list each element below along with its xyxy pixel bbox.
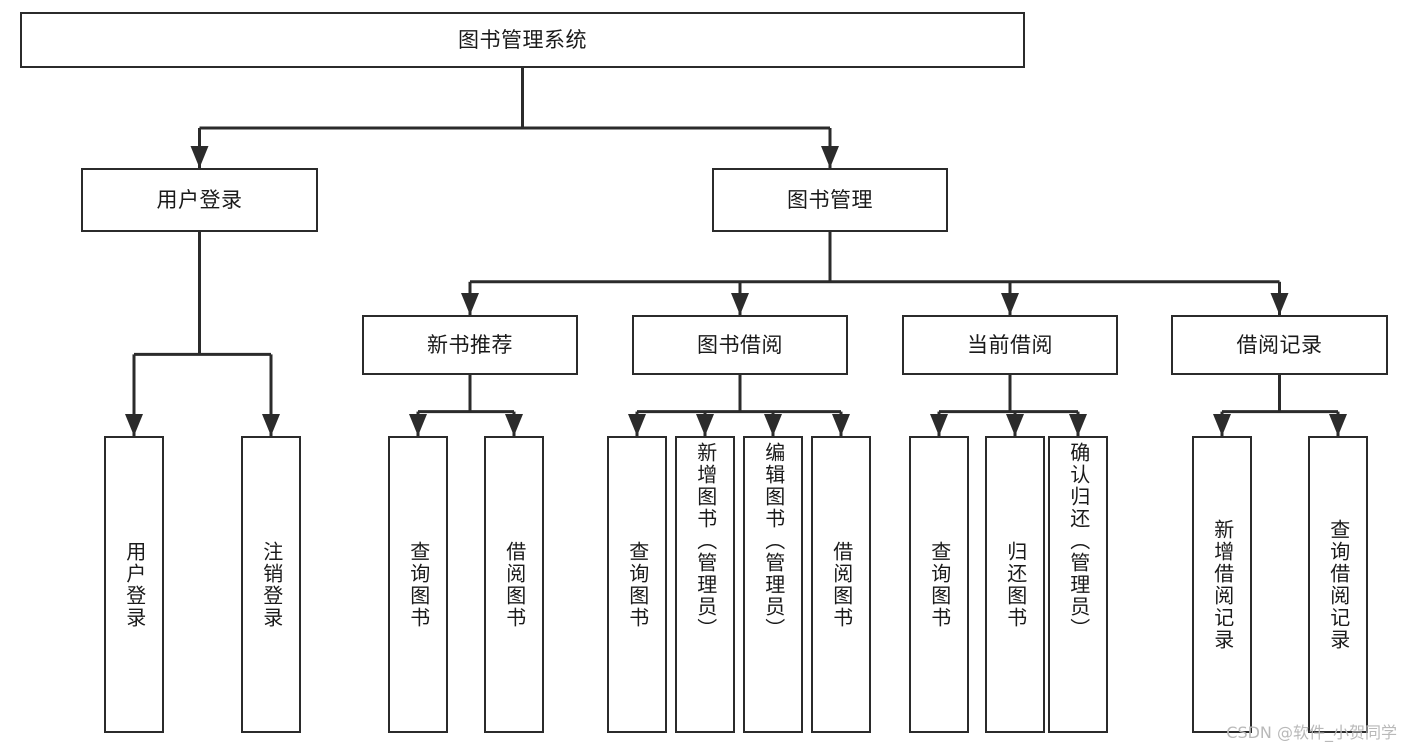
leaf-query-borrow-record[interactable]: 查询借阅记录: [1308, 436, 1368, 733]
node-label: 用户登录: [156, 187, 243, 212]
leaf-borrow-book[interactable]: 借阅图书: [811, 436, 871, 733]
node-book-manage[interactable]: 图书管理: [712, 168, 948, 232]
node-label: 新增借阅记录: [1210, 518, 1235, 651]
node-label: 新书推荐: [427, 332, 513, 357]
leaf-borrow-book-recommend[interactable]: 借阅图书: [484, 436, 544, 733]
node-new-book-recommend[interactable]: 新书推荐: [362, 315, 578, 375]
leaf-add-borrow-record[interactable]: 新增借阅记录: [1192, 436, 1252, 733]
leaf-query-book-current[interactable]: 查询图书: [909, 436, 969, 733]
leaf-add-book-admin[interactable]: 新增图书（管理员）: [675, 436, 735, 733]
node-label: 当前借阅: [967, 332, 1053, 357]
node-label: 借阅记录: [1236, 332, 1323, 357]
node-book-borrow[interactable]: 图书借阅: [632, 315, 848, 375]
node-label: 归还图书: [1003, 540, 1028, 629]
node-label: 查询图书: [927, 540, 952, 629]
leaf-edit-book-admin[interactable]: 编辑图书（管理员）: [743, 436, 803, 733]
node-label: 图书管理系统: [458, 27, 587, 52]
node-label: 借阅图书: [829, 540, 854, 629]
leaf-confirm-return-admin[interactable]: 确认归还（管理员）: [1048, 436, 1108, 733]
leaf-user-login[interactable]: 用户登录: [104, 436, 164, 733]
node-current-borrow[interactable]: 当前借阅: [902, 315, 1118, 375]
node-label: 用户登录: [122, 540, 147, 629]
leaf-query-book-recommend[interactable]: 查询图书: [388, 436, 448, 733]
node-label: 确认归还（管理员）: [1066, 442, 1091, 640]
node-label: 图书借阅: [697, 332, 783, 357]
node-label: 查询借阅记录: [1326, 518, 1351, 651]
node-label: 新增图书（管理员）: [693, 442, 718, 640]
leaf-return-book[interactable]: 归还图书: [985, 436, 1045, 733]
node-user-login[interactable]: 用户登录: [81, 168, 318, 232]
node-label: 借阅图书: [502, 540, 527, 629]
node-label: 查询图书: [625, 540, 650, 629]
leaf-query-book-borrow[interactable]: 查询图书: [607, 436, 667, 733]
node-label: 注销登录: [259, 540, 284, 629]
node-label: 编辑图书（管理员）: [761, 442, 786, 640]
node-root[interactable]: 图书管理系统: [20, 12, 1025, 68]
node-borrow-record[interactable]: 借阅记录: [1171, 315, 1388, 375]
leaf-logout[interactable]: 注销登录: [241, 436, 301, 733]
node-label: 图书管理: [787, 187, 873, 212]
node-label: 查询图书: [406, 540, 431, 629]
watermark: CSDN @软件_小贺同学: [1226, 723, 1397, 742]
